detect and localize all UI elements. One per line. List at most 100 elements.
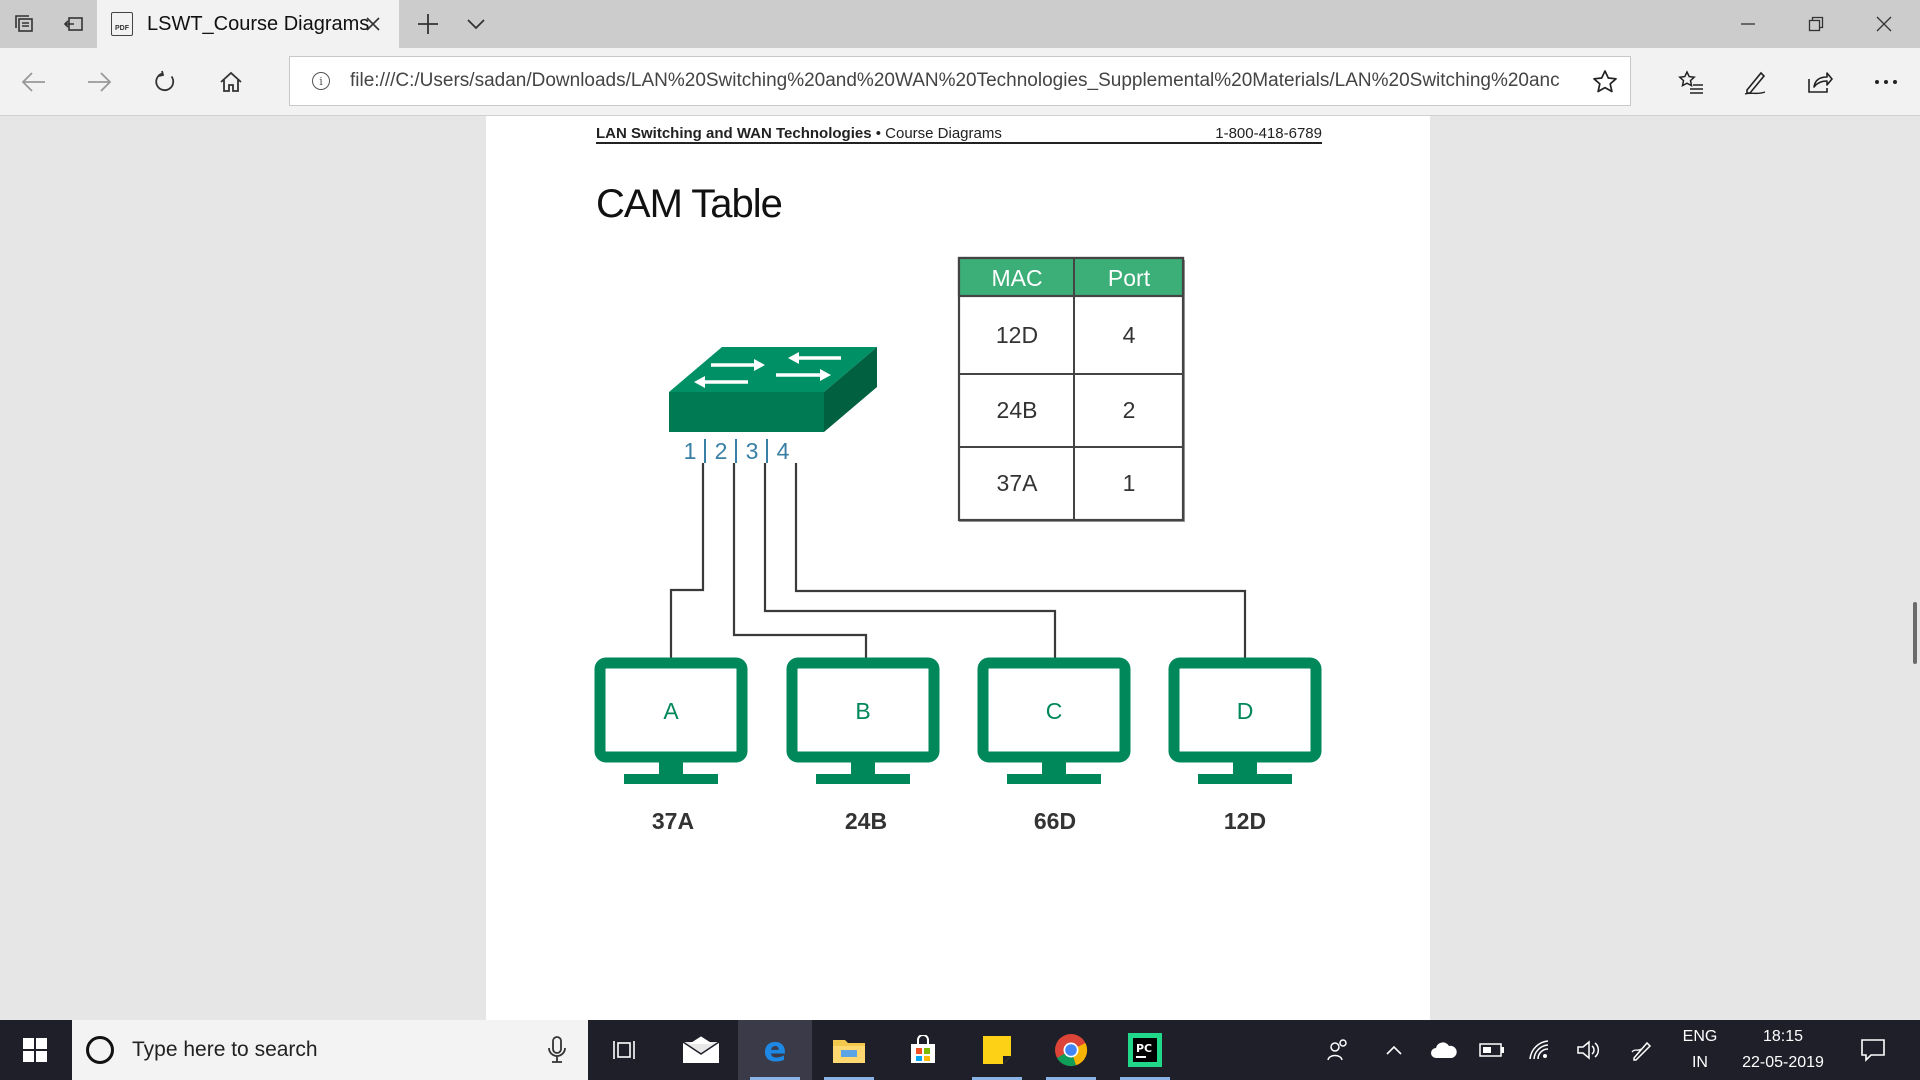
pycharm-icon: PC (1128, 1033, 1162, 1067)
cam-row-3-port: 1 (1123, 470, 1136, 496)
cable-port-4 (794, 463, 1247, 664)
minimize-button[interactable] (1714, 0, 1782, 48)
store-icon (911, 1035, 935, 1063)
switch-arrows-icon (694, 352, 841, 388)
tab-close-button[interactable] (361, 12, 385, 36)
tab-actions-button[interactable] (0, 0, 49, 48)
favorites-hub-button[interactable] (1667, 58, 1715, 106)
taskbar-file-explorer[interactable] (812, 1020, 886, 1080)
chevron-up-icon (1386, 1045, 1402, 1055)
volume-button[interactable] (1566, 1020, 1610, 1080)
task-view-icon (613, 1041, 635, 1059)
network-button[interactable] (1518, 1020, 1562, 1080)
home-icon (220, 71, 242, 92)
url-text[interactable]: file:///C:/Users/sadan/Downloads/LAN%20S… (350, 70, 1560, 91)
taskbar-search[interactable]: Type here to search (72, 1020, 588, 1080)
favorite-star-button[interactable] (1592, 69, 1618, 100)
folder-icon (833, 1040, 865, 1063)
computer-b: B 24B (786, 657, 940, 834)
port-dividers (704, 439, 768, 463)
close-window-button[interactable] (1850, 0, 1918, 48)
tab-active[interactable]: PDF LSWT_Course Diagrams (97, 0, 399, 48)
computer-c: C 66D (977, 657, 1131, 834)
microphone-button[interactable] (548, 1036, 566, 1069)
forward-button[interactable] (75, 58, 123, 106)
cam-table-header-bg (957, 256, 1185, 298)
refresh-button[interactable] (141, 58, 189, 106)
pdf-viewer[interactable]: LAN Switching and WAN Technologies • Cou… (0, 116, 1920, 1020)
arrow-right-icon (88, 72, 112, 92)
new-tab-button[interactable] (404, 0, 452, 48)
taskbar-edge[interactable]: e (738, 1020, 812, 1080)
active-indicator (750, 1077, 800, 1080)
onedrive-button[interactable] (1422, 1020, 1466, 1080)
share-button[interactable] (1796, 58, 1844, 106)
svg-text:e: e (763, 1034, 786, 1066)
restore-icon (1808, 16, 1824, 32)
share-icon (1808, 72, 1833, 93)
switch-front (669, 392, 824, 432)
page-header: LAN Switching and WAN Technologies • Cou… (596, 122, 1322, 144)
clock-button[interactable]: 18:15 22-05-2019 (1730, 1020, 1836, 1080)
cable-port-3 (763, 463, 1057, 664)
taskbar-pycharm[interactable]: PC (1108, 1020, 1182, 1080)
taskbar-mail[interactable] (664, 1020, 738, 1080)
set-tabs-aside-button[interactable] (49, 0, 98, 48)
pdf-icon: PDF (111, 12, 133, 36)
active-indicator (1046, 1077, 1096, 1080)
cable-port-2 (732, 463, 868, 664)
switch-side (824, 347, 877, 432)
pdf-page: LAN Switching and WAN Technologies • Cou… (486, 116, 1430, 1020)
restore-button[interactable] (1782, 0, 1850, 48)
clock-date: 22-05-2019 (1742, 1054, 1824, 1071)
task-view-button[interactable] (588, 1020, 662, 1080)
cam-row-2-mac: 24B (997, 397, 1038, 423)
region-code: IN (1691, 1054, 1708, 1071)
close-icon (366, 17, 380, 31)
cam-row-3-mac: 37A (997, 470, 1039, 496)
back-button[interactable] (10, 58, 58, 106)
header-course-name: LAN Switching and WAN Technologies (596, 125, 872, 142)
cam-header-mac: MAC (991, 265, 1042, 291)
arrow-left-icon (21, 72, 45, 92)
page-title: CAM Table (596, 182, 783, 226)
pen-workspace-button[interactable] (1618, 1020, 1666, 1080)
header-separator: • (871, 125, 886, 142)
monitor-icon (1168, 657, 1322, 763)
port-label-3: 3 (746, 438, 759, 464)
taskbar-chrome[interactable] (1034, 1020, 1108, 1080)
info-icon[interactable]: i (312, 72, 330, 90)
cam-table-diagram: 1 2 3 4 MAC Port (594, 256, 1322, 834)
start-button[interactable] (0, 1020, 70, 1080)
monitor-icon (977, 657, 1131, 763)
home-button[interactable] (207, 58, 255, 106)
action-center-button[interactable] (1846, 1020, 1900, 1080)
close-icon (1876, 16, 1892, 32)
people-button[interactable] (1316, 1020, 1360, 1080)
computer-mac-d: 12D (1224, 808, 1266, 834)
scrollbar-thumb[interactable] (1913, 602, 1917, 664)
port-label-1: 1 (684, 438, 697, 464)
battery-button[interactable] (1470, 1020, 1514, 1080)
microphone-icon (548, 1036, 566, 1063)
cortana-icon (86, 1036, 114, 1064)
taskbar-store[interactable] (886, 1020, 960, 1080)
tab-preview-button[interactable] (452, 0, 500, 48)
windows-logo-icon (23, 1038, 47, 1062)
switch-icon (669, 347, 877, 432)
more-menu-button[interactable] (1862, 58, 1910, 106)
navigation-bar: i file:///C:/Users/sadan/Downloads/LAN%2… (0, 48, 1920, 116)
port-label-2: 2 (715, 438, 728, 464)
taskbar-sticky-notes[interactable] (960, 1020, 1034, 1080)
star-icon (1593, 70, 1617, 93)
show-hidden-icons-button[interactable] (1374, 1020, 1414, 1080)
add-notes-button[interactable] (1731, 58, 1779, 106)
address-bar[interactable]: i file:///C:/Users/sadan/Downloads/LAN%2… (289, 56, 1631, 106)
edge-icon: e (763, 1034, 786, 1066)
clock-time: 18:15 (1762, 1028, 1804, 1045)
taskbar: Type here to search e PC (0, 1020, 1920, 1080)
sticky-notes-icon (983, 1036, 1011, 1064)
volume-icon (1577, 1040, 1600, 1060)
